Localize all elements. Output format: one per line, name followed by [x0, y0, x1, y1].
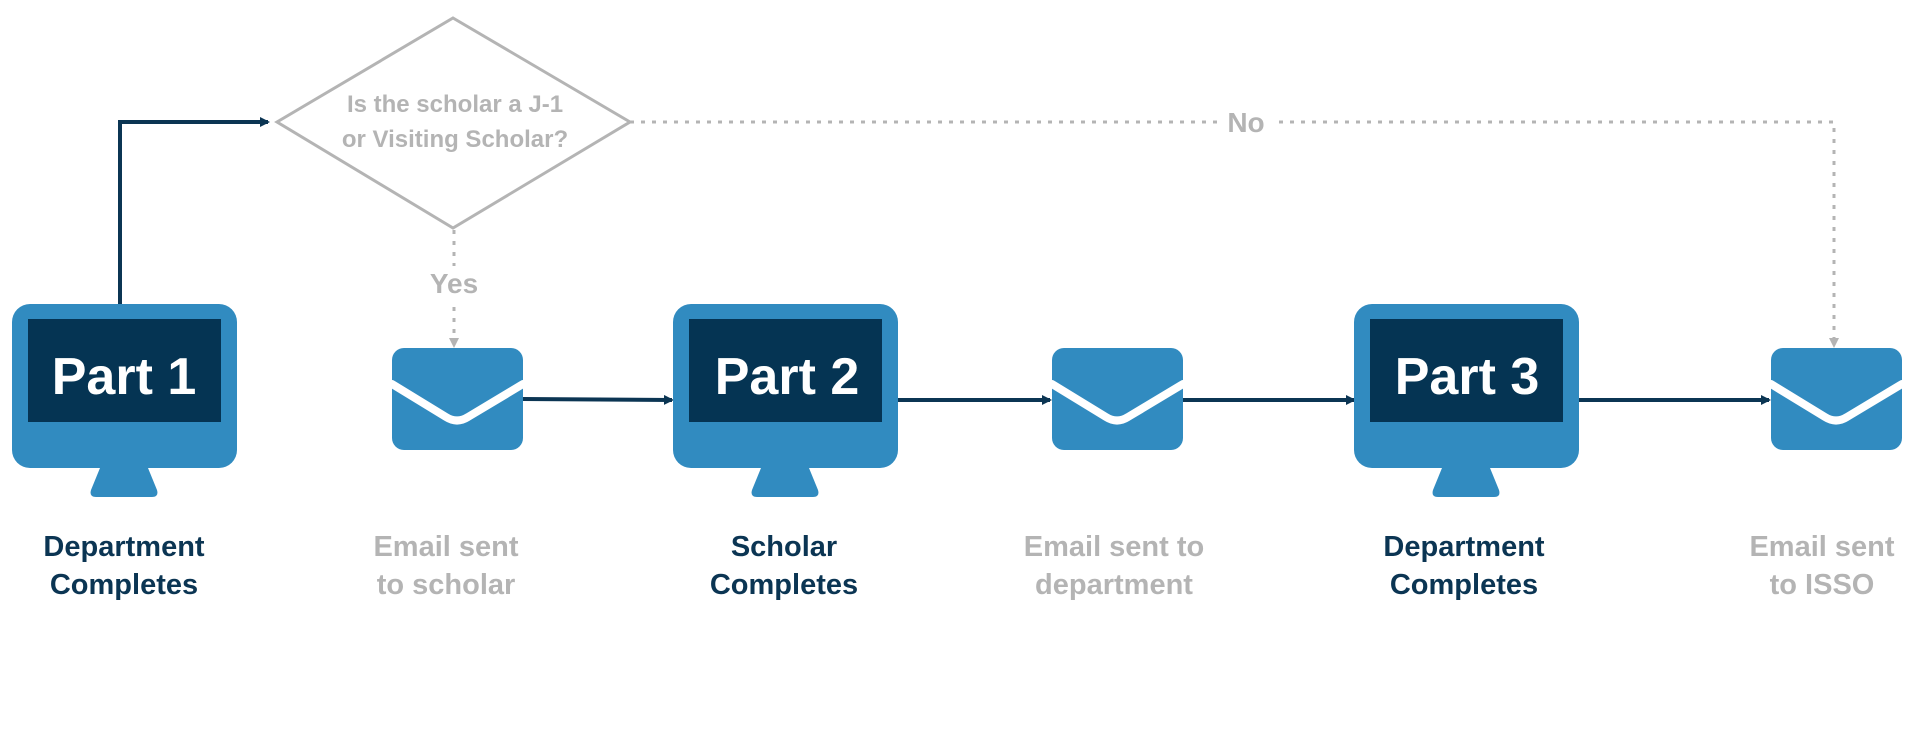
step1-label-line2: Completes	[50, 569, 198, 601]
step5-label-line1: Department	[1383, 531, 1544, 563]
step3-label-line2: Completes	[710, 569, 858, 601]
monitor-icon-part3: Part 3	[1354, 304, 1579, 497]
arrow-decision-no	[630, 120, 1839, 348]
decision-diamond: Is the scholar a J-1 or Visiting Scholar…	[274, 16, 633, 230]
part1-screen-text: Part 1	[52, 348, 197, 406]
step1-label-line1: Department	[43, 531, 204, 563]
step4-label-line1: Email sent to	[1024, 531, 1205, 563]
envelope-icon-3	[1767, 348, 1906, 450]
yes-label: Yes	[430, 268, 478, 299]
monitor-icon-part1: Part 1	[12, 304, 237, 497]
envelope-icon-1	[388, 348, 527, 450]
decision-question-line1: Is the scholar a J-1	[347, 91, 563, 118]
step6-label-line2: to ISSO	[1770, 569, 1875, 601]
step2-label-line1: Email sent	[373, 531, 518, 563]
monitor-icon-part2: Part 2	[673, 304, 898, 497]
step3-label-line1: Scholar	[731, 531, 837, 563]
step4-label-line2: department	[1035, 569, 1193, 601]
step6-label-line1: Email sent	[1749, 531, 1894, 563]
step2-label-line2: to scholar	[377, 569, 516, 601]
part3-screen-text: Part 3	[1395, 348, 1540, 406]
decision-question-line2: or Visiting Scholar?	[342, 126, 568, 153]
arrow-part1-to-decision	[118, 117, 270, 305]
envelope-icon-2	[1048, 348, 1187, 450]
step5-label-line2: Completes	[1390, 569, 1538, 601]
arrow-email1-to-part2	[522, 394, 674, 405]
part2-screen-text: Part 2	[715, 348, 860, 406]
no-label: No	[1227, 107, 1264, 138]
